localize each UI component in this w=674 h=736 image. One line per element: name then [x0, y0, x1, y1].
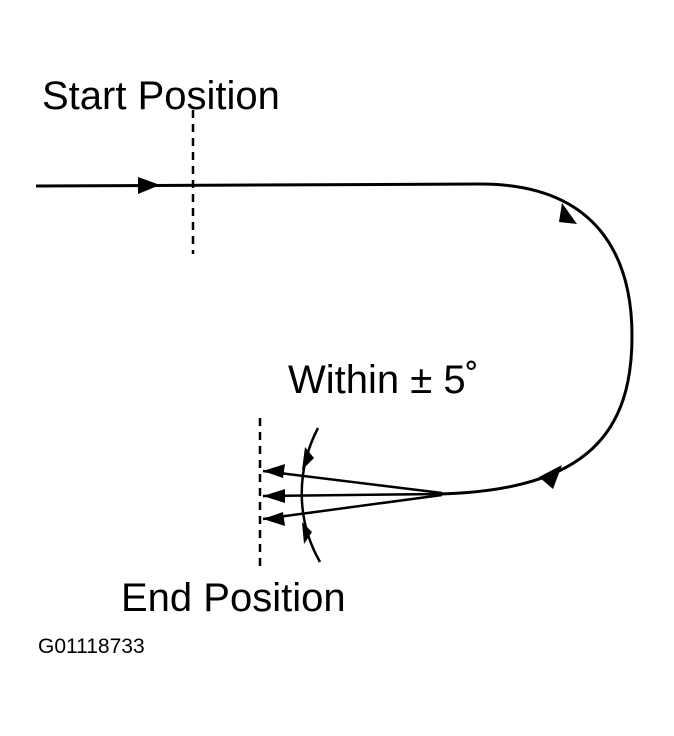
incoming-direction-arrow	[138, 177, 160, 194]
end-path-line-upper	[262, 469, 443, 495]
incoming-path-line	[35, 182, 481, 188]
end-path-line-lower	[262, 493, 443, 521]
u-turn-arrow-bottom	[539, 465, 562, 489]
tolerance-arc	[300, 427, 322, 563]
tolerance-arc-arrow-top	[302, 447, 314, 470]
figure-id: G01118733	[38, 635, 145, 658]
tolerance-arc-arrow-bottom	[302, 522, 312, 544]
end-path-line-middle	[262, 492, 443, 498]
end-arrow-middle	[263, 489, 285, 503]
u-turn-arrow-top	[559, 203, 577, 224]
end-arrow-lower	[263, 512, 285, 526]
tolerance-label: Within ± 5˚	[288, 358, 479, 402]
u-turn-path	[439, 182, 634, 496]
start-position-label: Start Position	[42, 74, 280, 118]
end-arrow-upper	[263, 464, 285, 478]
end-position-label: End Position	[121, 576, 346, 620]
